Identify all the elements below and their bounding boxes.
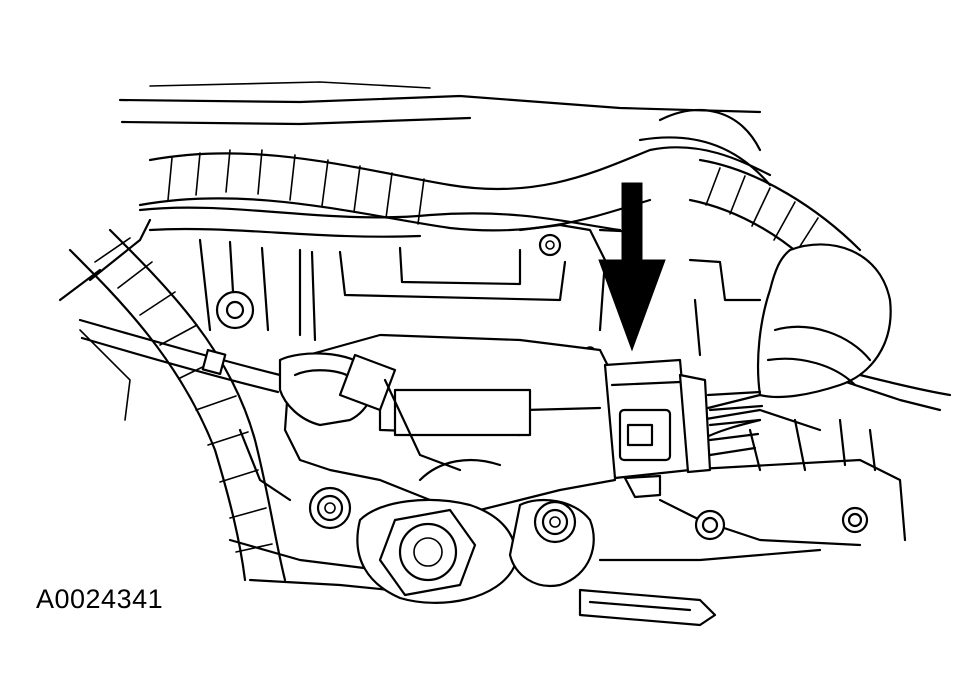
down-arrow-icon xyxy=(599,183,665,350)
right-mounting-bolt-icon xyxy=(535,502,575,542)
figure-id-label: A0024341 xyxy=(36,584,164,614)
manual-lever-and-cable xyxy=(80,320,460,470)
left-wiring-harness xyxy=(70,230,285,580)
right-wiring-harness xyxy=(690,160,891,440)
left-mounting-bolt-icon xyxy=(310,488,350,528)
transmission-case xyxy=(60,82,950,590)
electrical-connector xyxy=(605,360,762,497)
manual-shaft-nut-icon xyxy=(380,510,475,595)
upper-wiring-harness xyxy=(140,110,770,230)
lower-bracket xyxy=(580,590,715,625)
